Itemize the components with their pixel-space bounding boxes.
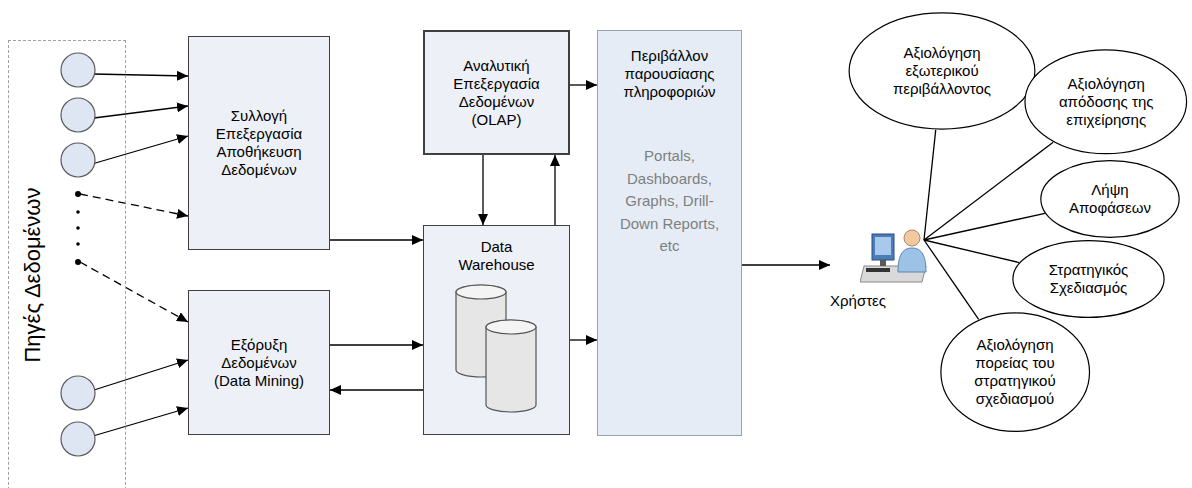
ellipse-shape (849, 13, 1035, 129)
connector-arrow (742, 264, 830, 265)
node-label: Λήψη Αποφάσεων (1064, 181, 1156, 217)
dot (75, 259, 81, 265)
node-label: Συλλογή Επεξεργασία Αποθήκευση Δεδομένων (203, 107, 315, 179)
process-box: Συλλογή Επεξεργασία Αποθήκευση Δεδομένων (188, 36, 330, 250)
node-body-text: Portals, Dashboards, Graphs, Drill-Down … (620, 145, 720, 258)
source-wire (80, 262, 188, 322)
ellipse-shape (1041, 161, 1179, 238)
screen (875, 237, 891, 255)
user-at-computer (860, 222, 930, 288)
cylinder-body (486, 320, 536, 412)
goal-ellipse: Αξιολόγηση απόδοσης της επιχείρησης (1024, 49, 1188, 155)
connector-arrow (482, 155, 483, 225)
source-wire (94, 360, 188, 390)
person-body (898, 248, 926, 272)
node-label: Αξιολόγηση εξωτερικού περιβάλλοντος (877, 44, 1007, 98)
cylinder-top (456, 285, 506, 299)
connector-arrow (570, 84, 597, 85)
node-label: Στρατηγικός Σχεδιασμός (1036, 261, 1141, 297)
data-sources-region: Πηγές Δεδομένων (8, 40, 126, 488)
source-circles (61, 53, 95, 456)
source-circle (61, 376, 95, 410)
source-wire (93, 74, 188, 76)
source-circle (61, 143, 95, 177)
dot (76, 242, 80, 246)
connector-arrow (924, 213, 1045, 240)
users-icon: Χρήστες (830, 222, 930, 314)
monitor-stand (880, 260, 886, 266)
node-label: Εξόρυξη Δεδομένων (Data Mining) (203, 336, 315, 390)
source-wires (80, 74, 188, 436)
dot (76, 210, 80, 214)
connector-arrow (330, 344, 423, 345)
monitor (872, 234, 894, 260)
mining-box: Εξόρυξη Δεδομένων (Data Mining) (188, 290, 330, 435)
node-label: Αξιολόγηση απόδοσης της επιχείρησης (1046, 75, 1166, 129)
dot (75, 191, 81, 197)
person-head (904, 230, 920, 246)
source-circle (61, 98, 95, 132)
source-wire (92, 136, 188, 164)
ellipsis-dots (75, 191, 81, 265)
connector-arrow (330, 239, 423, 240)
connector-arrow (924, 130, 936, 240)
node-label: Πηγές Δεδομένων (20, 187, 46, 362)
source-circle (61, 53, 95, 87)
goal-ellipse: Στρατηγικός Σχεδιασμός (1012, 240, 1165, 318)
node-label: Χρήστες (830, 292, 886, 310)
olap-box: Αναλυτική Επεξεργασία Δεδομένων (OLAP) (423, 30, 570, 155)
cylinder-top (486, 320, 536, 334)
source-wire (80, 194, 188, 216)
source-wire (93, 408, 188, 436)
ellipse-shape (1013, 241, 1164, 318)
ellipse-shape (941, 313, 1090, 431)
connector-arrow (924, 142, 1053, 240)
node-label: Αξιολόγηση πορείας του στρατηγικού σχεδι… (965, 336, 1065, 408)
node-label: Data Warehouse (457, 238, 537, 274)
ellipse-shape (1025, 50, 1187, 154)
dot (76, 226, 80, 230)
source-wire (94, 106, 188, 118)
connector-arrow (924, 240, 979, 319)
source-circle (61, 422, 95, 456)
warehouse-box: Data Warehouse (423, 225, 570, 435)
node-label: Περιβάλλον παρουσίασης πληροφοριών (611, 47, 729, 101)
keyboard (866, 268, 890, 272)
connector-arrow (924, 240, 1019, 263)
connector-arrow (570, 339, 597, 340)
connector-arrow (330, 389, 423, 390)
goal-ellipse: Αξιολόγηση πορείας του στρατηγικού σχεδι… (940, 312, 1090, 432)
goal-ellipse: Αξιολόγηση εξωτερικού περιβάλλοντος (848, 12, 1036, 130)
connector-arrow (554, 155, 555, 225)
presentation-panel: Περιβάλλον παρουσίασης πληροφοριώνPortal… (597, 30, 742, 436)
goal-ellipse: Λήψη Αποφάσεων (1040, 160, 1180, 238)
node-label: Αναλυτική Επεξεργασία Δεδομένων (OLAP) (441, 57, 553, 129)
